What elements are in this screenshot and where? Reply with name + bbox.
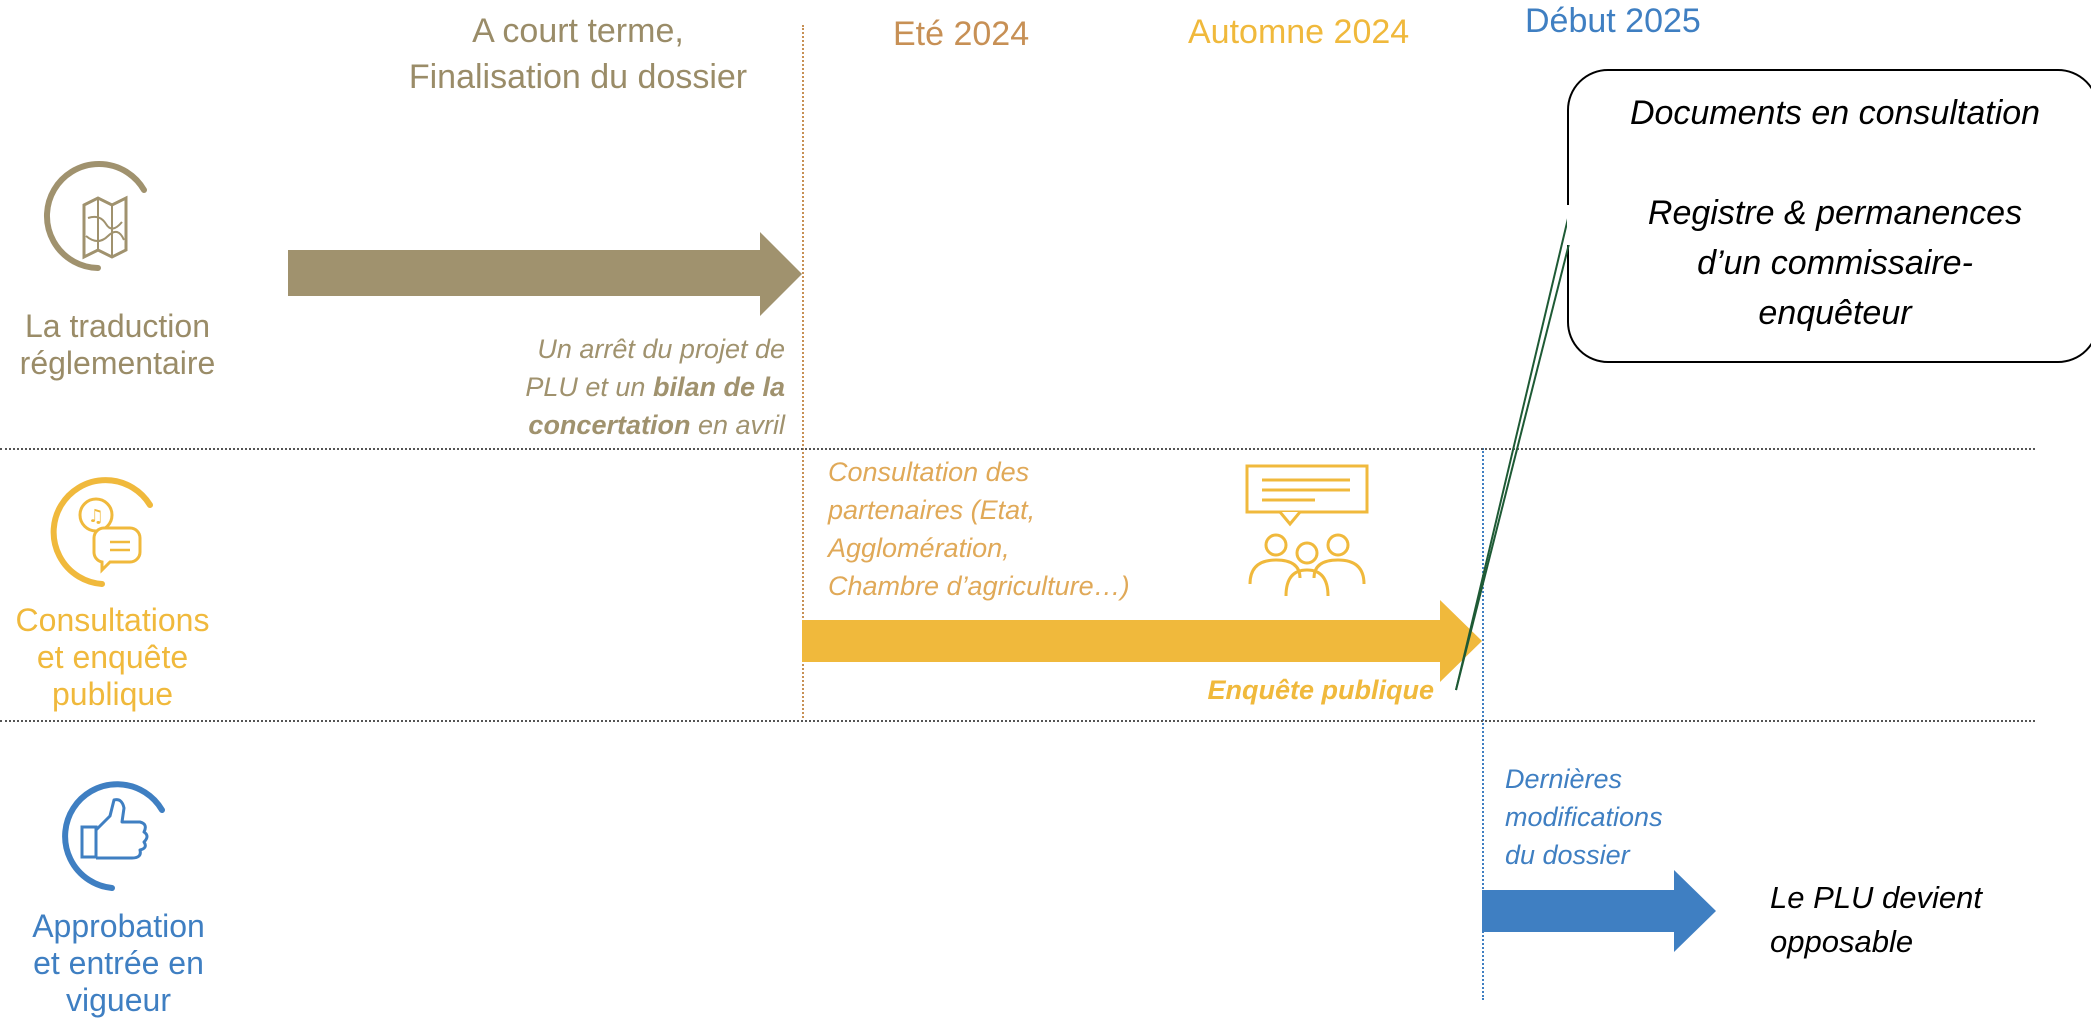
- note-arret-bold-c: bilan de la: [652, 372, 785, 402]
- note-opposable-line2: opposable: [1770, 924, 1914, 959]
- note-arret-projet: Un arrêt du projet de PLU et un bilan de…: [440, 330, 785, 444]
- separator-olive: [802, 25, 804, 718]
- separator-blue: [1482, 448, 1484, 1000]
- callout-pointer-1: [1455, 209, 1571, 691]
- note-consult-line1: Consultation des: [828, 457, 1030, 487]
- phase-debut: Début 2025: [1525, 2, 1701, 40]
- phase-ete: Eté 2024: [893, 15, 1030, 53]
- note-consult-line4: Chambre d’agriculture…): [828, 571, 1130, 601]
- phase-automne: Automne 2024: [1188, 13, 1410, 51]
- note-enquete-publique: Enquête publique: [1207, 675, 1435, 705]
- row-separator-1: [0, 448, 2035, 450]
- note-consult-line3: Agglomération,: [828, 533, 1010, 563]
- note-dernieres-line3: du dossier: [1505, 840, 1630, 870]
- meeting-people-icon: [1245, 464, 1369, 597]
- callout-line1: Documents en consultation: [1629, 94, 2041, 132]
- phase-court-terme-line2: Finalisation du dossier: [408, 58, 748, 96]
- row-separator-2: [0, 720, 2035, 722]
- map-icon: [43, 161, 147, 271]
- thumbs-up-icon: [62, 781, 165, 891]
- svg-text:♫: ♫: [88, 506, 104, 527]
- note-arret-line2: PLU et un bilan de la: [440, 368, 785, 406]
- chat-bubbles-icon: ♫: [50, 477, 153, 587]
- row-label-approbation-line2: et entrée en: [33, 945, 204, 981]
- row-label-traduction-line2: réglementaire: [19, 345, 216, 381]
- callout-text: Documents en consultation Registre & per…: [1590, 88, 2080, 338]
- note-arret-line3: concertation en avril: [440, 406, 785, 444]
- note-dernieres-modifications: Dernières modifications du dossier: [1505, 760, 1725, 874]
- note-arret-text-b: PLU et un: [525, 372, 653, 402]
- row-label-consultations-line2: et enquête: [36, 639, 189, 675]
- row-label-consultations-line3: publique: [52, 676, 173, 712]
- row-label-approbation-line1: Approbation: [32, 908, 205, 944]
- arrow-consultations: [802, 600, 1482, 682]
- note-opposable-line1: Le PLU devient: [1770, 880, 1982, 915]
- note-dernieres-line2: modifications: [1505, 802, 1663, 832]
- callout-line3: d’un commissaire-: [1697, 244, 1973, 282]
- note-consultation-partenaires: Consultation des partenaires (Etat, Aggl…: [828, 453, 1228, 605]
- row-label-traduction: La traduction réglementaire: [0, 308, 235, 382]
- row-label-consultations: Consultations et enquête publique: [0, 602, 225, 713]
- row-label-approbation: Approbation et entrée en vigueur: [0, 908, 237, 1019]
- arrow-traduction: [288, 232, 802, 316]
- note-arret-bold-d: concertation: [528, 410, 691, 440]
- phase-court-terme: A court terme, Finalisation du dossier: [378, 8, 778, 100]
- callout-line2: Registre & permanences: [1647, 194, 2023, 232]
- arrow-approbation: [1482, 870, 1716, 952]
- callout-line4: enquêteur: [1758, 294, 1912, 332]
- phase-court-terme-line1: A court terme,: [472, 12, 684, 50]
- note-arret-text-e: en avril: [690, 410, 785, 440]
- callout-pointer-2: [1455, 239, 1571, 691]
- row-label-traduction-line1: La traduction: [24, 308, 210, 344]
- note-dernieres-line1: Dernières: [1505, 764, 1623, 794]
- row-label-consultations-line1: Consultations: [15, 602, 210, 638]
- row-label-approbation-line3: vigueur: [66, 982, 171, 1018]
- note-plu-opposable: Le PLU devient opposable: [1770, 876, 2070, 964]
- note-consult-line2: partenaires (Etat,: [828, 495, 1036, 525]
- note-arret-line1: Un arrêt du projet de: [537, 334, 785, 364]
